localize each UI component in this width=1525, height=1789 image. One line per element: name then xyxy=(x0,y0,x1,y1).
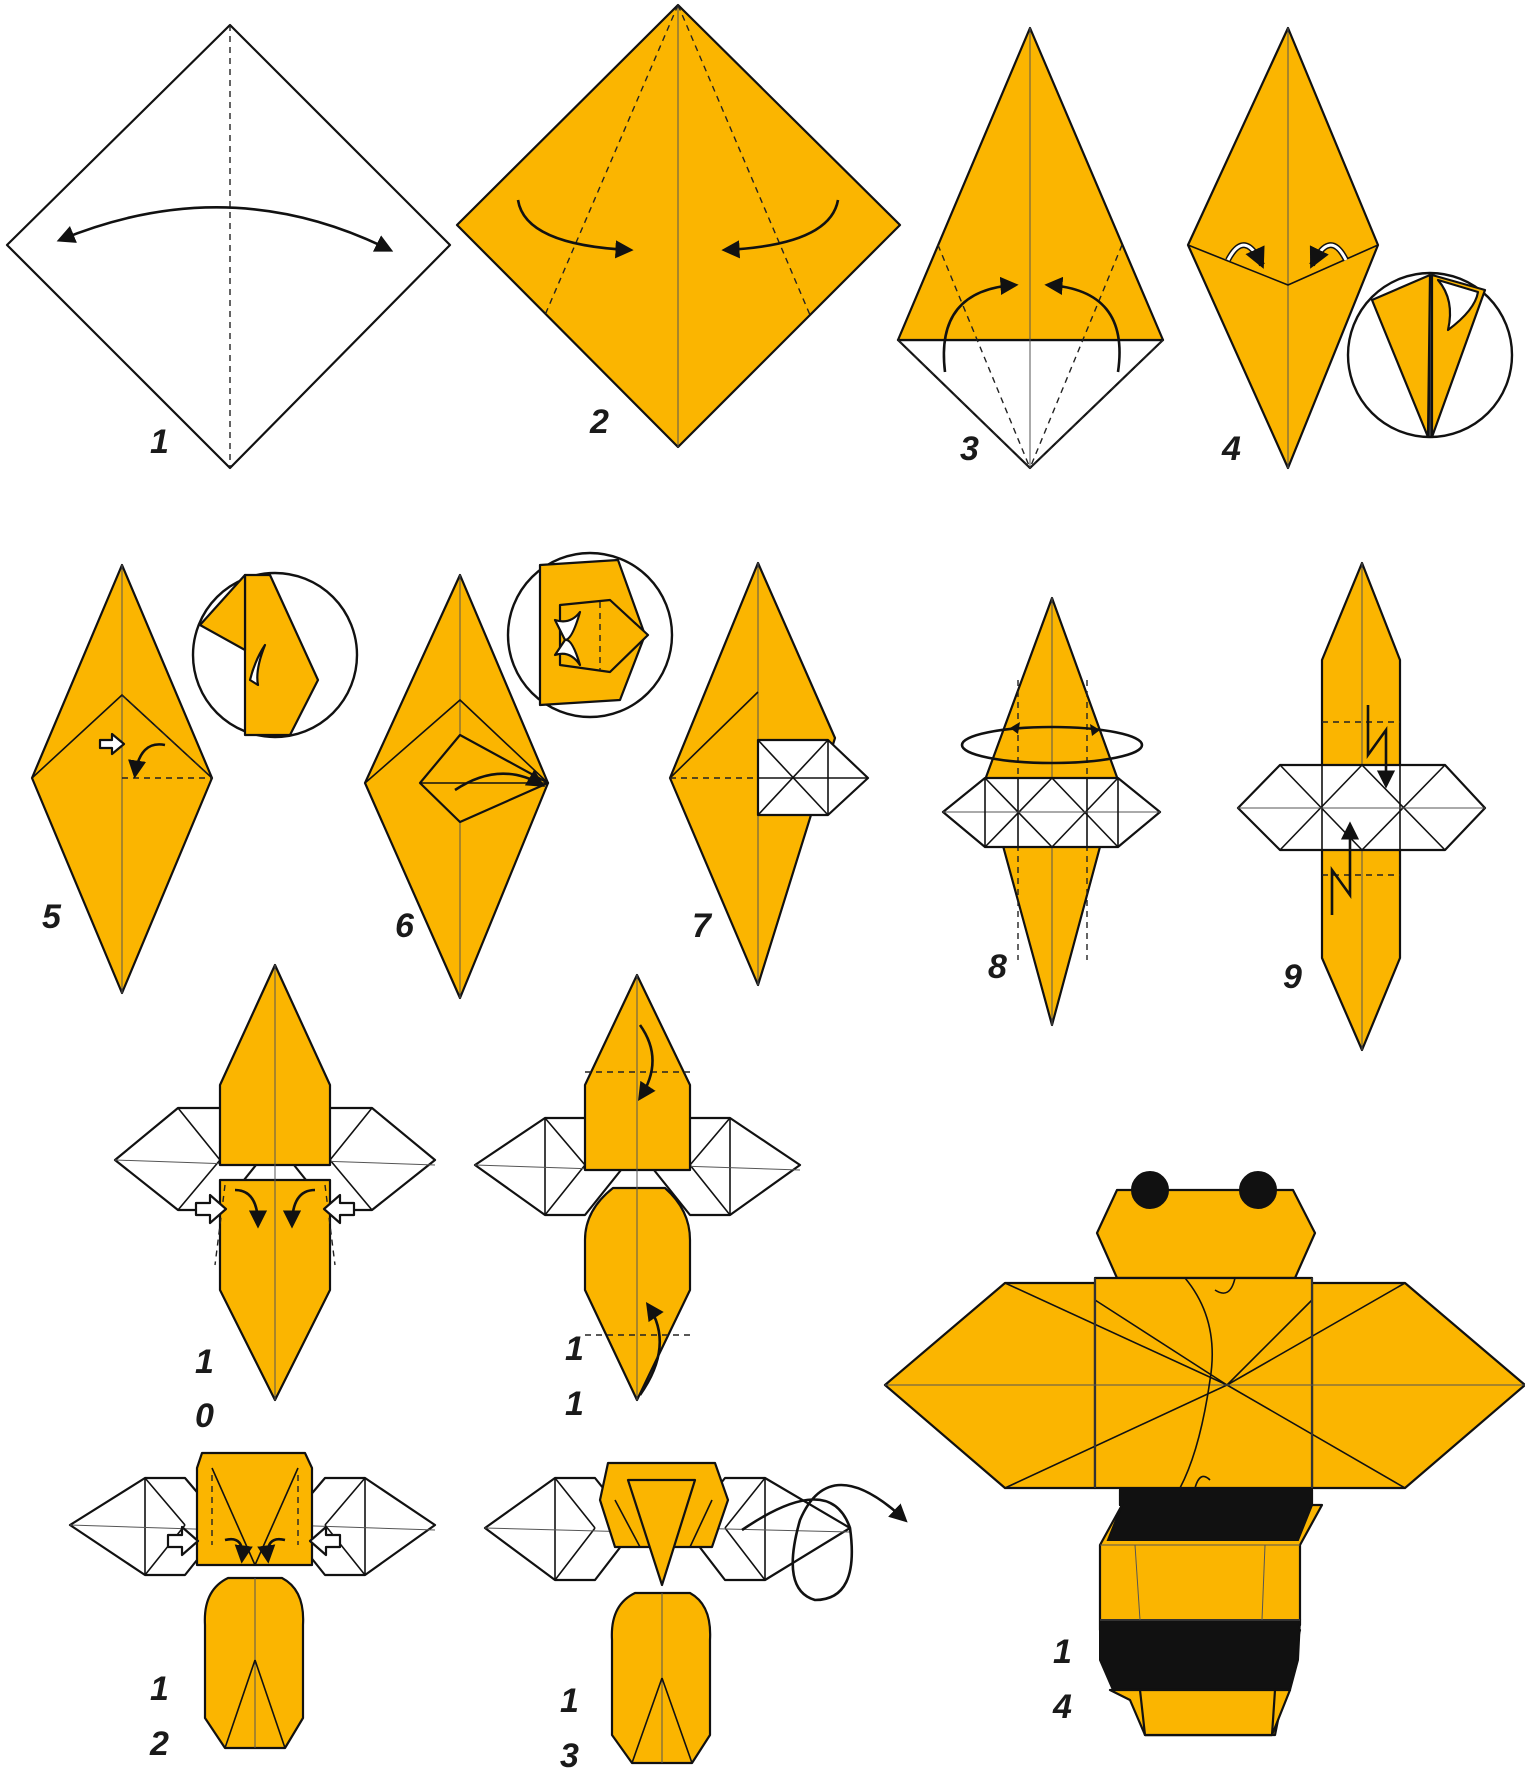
step-number-line1: 1 xyxy=(1053,1633,1072,1671)
wing-square xyxy=(758,740,868,815)
step-number-line2: 4 xyxy=(1052,1688,1072,1726)
step-number: 3 xyxy=(960,430,979,468)
eye-right xyxy=(1240,1172,1276,1208)
step-13: 1 3 xyxy=(485,1463,905,1775)
step-7: 7 xyxy=(670,563,868,985)
kite-shape xyxy=(1188,28,1378,468)
step-number: 4 xyxy=(1221,430,1241,468)
step-12: 1 2 xyxy=(70,1453,435,1763)
body-shape xyxy=(612,1593,710,1763)
eye-left xyxy=(1132,1172,1168,1208)
step-number-line1: 1 xyxy=(565,1330,584,1368)
step-9: 9 xyxy=(1238,563,1485,1050)
step-number: 5 xyxy=(42,898,62,936)
step-number-line2: 1 xyxy=(565,1385,584,1423)
step-number-line1: 1 xyxy=(150,1670,169,1708)
step-2: 2 xyxy=(457,5,900,447)
step-14: 1 4 xyxy=(885,1172,1525,1735)
bee-body xyxy=(1100,1490,1322,1735)
step-1: 1 xyxy=(7,25,450,468)
step-number: 7 xyxy=(692,907,713,945)
detail-inset xyxy=(193,573,357,737)
step-8: 8 xyxy=(943,598,1160,1025)
wing-band xyxy=(1238,765,1485,850)
detail-inset xyxy=(1348,273,1512,437)
stripe-middle xyxy=(1100,1620,1300,1690)
step-number: 6 xyxy=(395,907,415,945)
head-block xyxy=(197,1453,312,1565)
step-number-line2: 2 xyxy=(149,1725,169,1763)
step-5: 5 xyxy=(32,565,357,993)
step-number-line2: 0 xyxy=(195,1397,214,1435)
detail-inset xyxy=(508,553,672,717)
step-4: 4 xyxy=(1188,28,1512,468)
step-10: 1 0 xyxy=(115,965,435,1435)
step-number: 2 xyxy=(589,403,609,441)
step-number-line1: 1 xyxy=(560,1682,579,1720)
step-number-line1: 1 xyxy=(195,1343,214,1381)
step-3: 3 xyxy=(898,28,1163,468)
bee-wings xyxy=(885,1278,1525,1488)
step-6: 6 xyxy=(365,553,672,998)
wing-band xyxy=(943,778,1160,847)
step-number: 1 xyxy=(150,423,169,461)
bee-head xyxy=(1097,1190,1315,1278)
step-number: 9 xyxy=(1283,958,1302,996)
step-11: 1 1 xyxy=(475,975,800,1423)
stripe-top xyxy=(1108,1490,1312,1540)
step-number-line2: 3 xyxy=(560,1737,579,1775)
step-number: 8 xyxy=(988,948,1007,986)
